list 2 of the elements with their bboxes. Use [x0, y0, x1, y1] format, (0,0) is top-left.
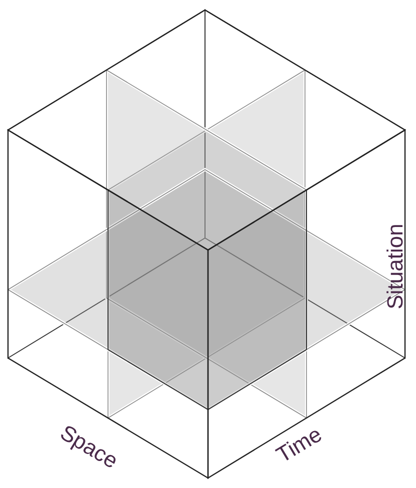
axis-label: Time [271, 420, 328, 470]
axis-label: Situation [381, 224, 408, 310]
